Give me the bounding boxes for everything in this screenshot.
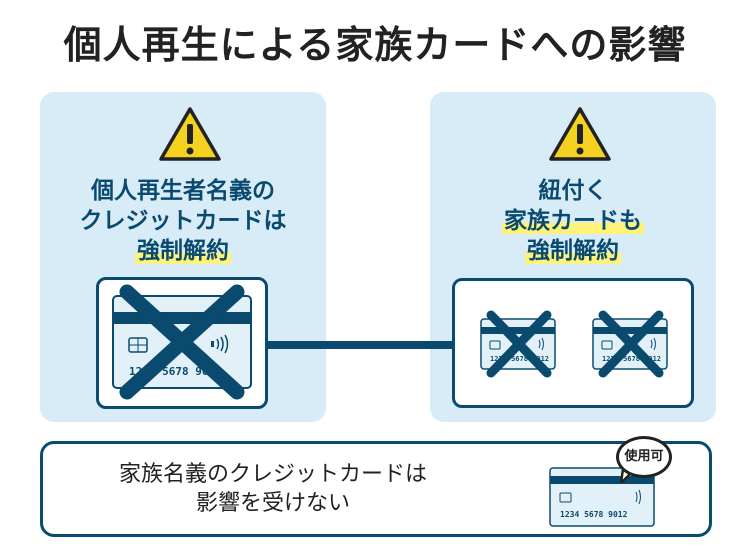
page-title: 個人再生による家族カードへの影響 <box>63 23 687 67</box>
family-own-card-box: 家族名義のクレジットカードは 影響を受けない 1234 5678 9012 使用… <box>40 436 712 537</box>
cardholder-message: 個人再生者名義の クレジットカードは 強制解約 <box>40 176 326 266</box>
family-card-message: 紐付く 家族カードも 強制解約 <box>430 176 716 266</box>
ic-chip-icon <box>128 337 148 353</box>
cardholder-card-box: 1234 5678 9012 <box>96 277 268 409</box>
cardholder-line3: 強制解約 <box>135 238 231 264</box>
card-number: 1234 5678 9012 <box>602 355 661 363</box>
cross-mark-icon <box>486 310 552 378</box>
connector-line <box>266 341 456 349</box>
cardholder-line2: クレジットカードは <box>79 208 287 234</box>
cross-mark-icon <box>119 284 245 400</box>
credit-card-icon: 1234 5678 9012 <box>549 467 655 527</box>
family-own-card-message: 家族名義のクレジットカードは 影響を受けない <box>73 460 473 518</box>
family-line2: 家族カードも <box>502 208 644 234</box>
contactless-icon <box>211 334 229 354</box>
cardholder-line1: 個人再生者名義の <box>91 178 275 204</box>
family-line3: 強制解約 <box>525 238 621 264</box>
family-card-box: 1234 5678 9012 1234 5678 9012 <box>452 278 694 408</box>
bottom-line1: 家族名義のクレジットカードは <box>118 462 427 487</box>
usable-badge: 使用可 <box>616 436 672 478</box>
credit-card-icon: 1234 5678 9012 <box>112 284 252 400</box>
cross-mark-icon <box>598 310 664 378</box>
family-cards: 1234 5678 9012 1234 5678 9012 <box>480 310 668 378</box>
family-line1: 紐付く <box>538 178 608 204</box>
card-number: 1234 5678 9012 <box>490 355 549 363</box>
card-number: 1234 5678 9012 <box>560 510 628 519</box>
credit-card-icon: 1234 5678 9012 <box>592 310 668 378</box>
warning-icon <box>159 107 221 161</box>
credit-card-icon: 1234 5678 9012 <box>480 310 556 378</box>
bottom-line2: 影響を受けない <box>195 491 350 516</box>
warning-icon <box>549 107 611 161</box>
